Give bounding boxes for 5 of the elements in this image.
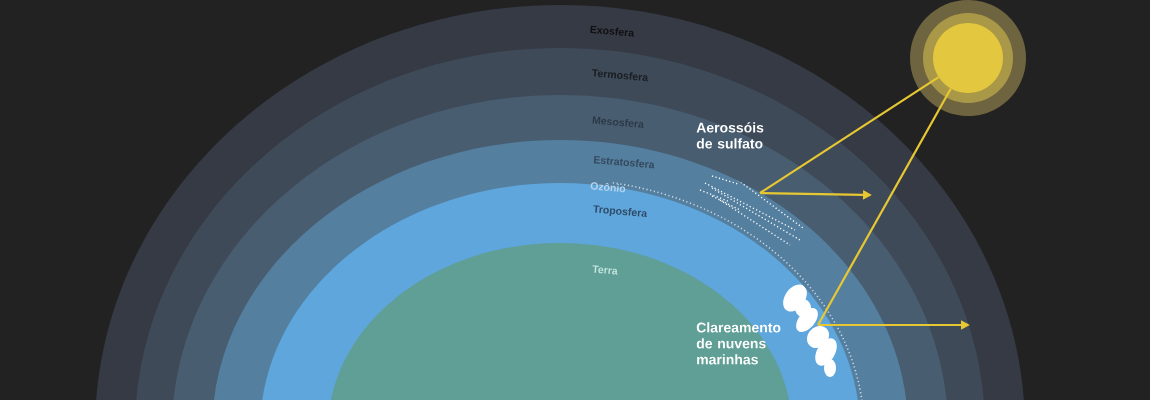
- aerosol-drawing: [699, 175, 804, 246]
- cloud-label: Clareamento de nuvens marinhas: [696, 322, 781, 365]
- cloud-drawing: [783, 284, 837, 377]
- sun-icon: [910, 0, 1026, 116]
- layer-label: Ozônio: [590, 182, 626, 193]
